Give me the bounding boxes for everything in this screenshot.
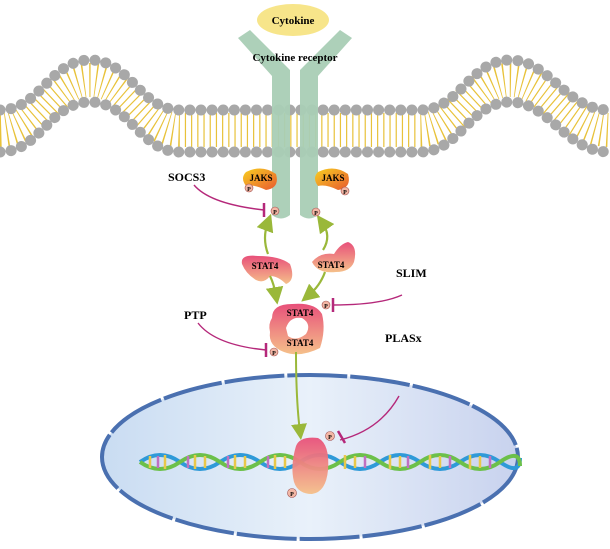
stat4-dimer-bound-dna [292,437,329,494]
receptor-label: Cytokine receptor [252,52,337,64]
svg-text:P: P [343,190,347,196]
nuclear-translocation-arrow [291,351,307,440]
stat4-monomer-left [241,255,293,284]
phosphate-group: P [321,300,331,310]
stat4-dimer-bottom-label: STAT4 [287,338,314,348]
cytokine [257,4,329,36]
phosphate-group: P [270,206,280,216]
svg-text:P: P [290,492,294,498]
phosphate-group: P [269,347,279,357]
svg-text:P: P [247,187,251,193]
phosphate-group: P [340,186,350,196]
phosphate-group: P [287,488,297,498]
stat4-monomer-right [312,242,356,273]
plasx-label: PLASx [385,331,422,345]
jak-right [315,168,349,190]
svg-text:P: P [273,210,277,216]
cytokine-receptor [238,30,352,219]
dna-helix [138,453,522,471]
ptp-label: PTP [184,308,207,322]
phosphate-group: P [325,431,335,441]
stat4-dimer [269,303,324,355]
svg-text:P: P [324,304,328,310]
socs3-label: SOCS3 [168,170,205,184]
stat4-dimer-top-label: STAT4 [287,308,314,318]
phosphate-group: P [244,183,254,193]
cytokine-label: Cytokine [272,15,315,27]
svg-text:P: P [272,351,276,357]
stat4-right-label: STAT4 [318,260,345,270]
inhibition-lines [193,184,403,444]
jaks-left-label: JAKS [249,173,272,183]
svg-text:P: P [314,211,318,217]
stat4-left-label: STAT4 [252,261,279,271]
lipid-tails [0,62,610,147]
slim-label: SLIM [396,266,427,280]
svg-text:P: P [328,435,332,441]
jaks-right-label: JAKS [321,173,344,183]
activation-arrows [256,213,335,305]
phosphate-group: P [311,207,321,217]
